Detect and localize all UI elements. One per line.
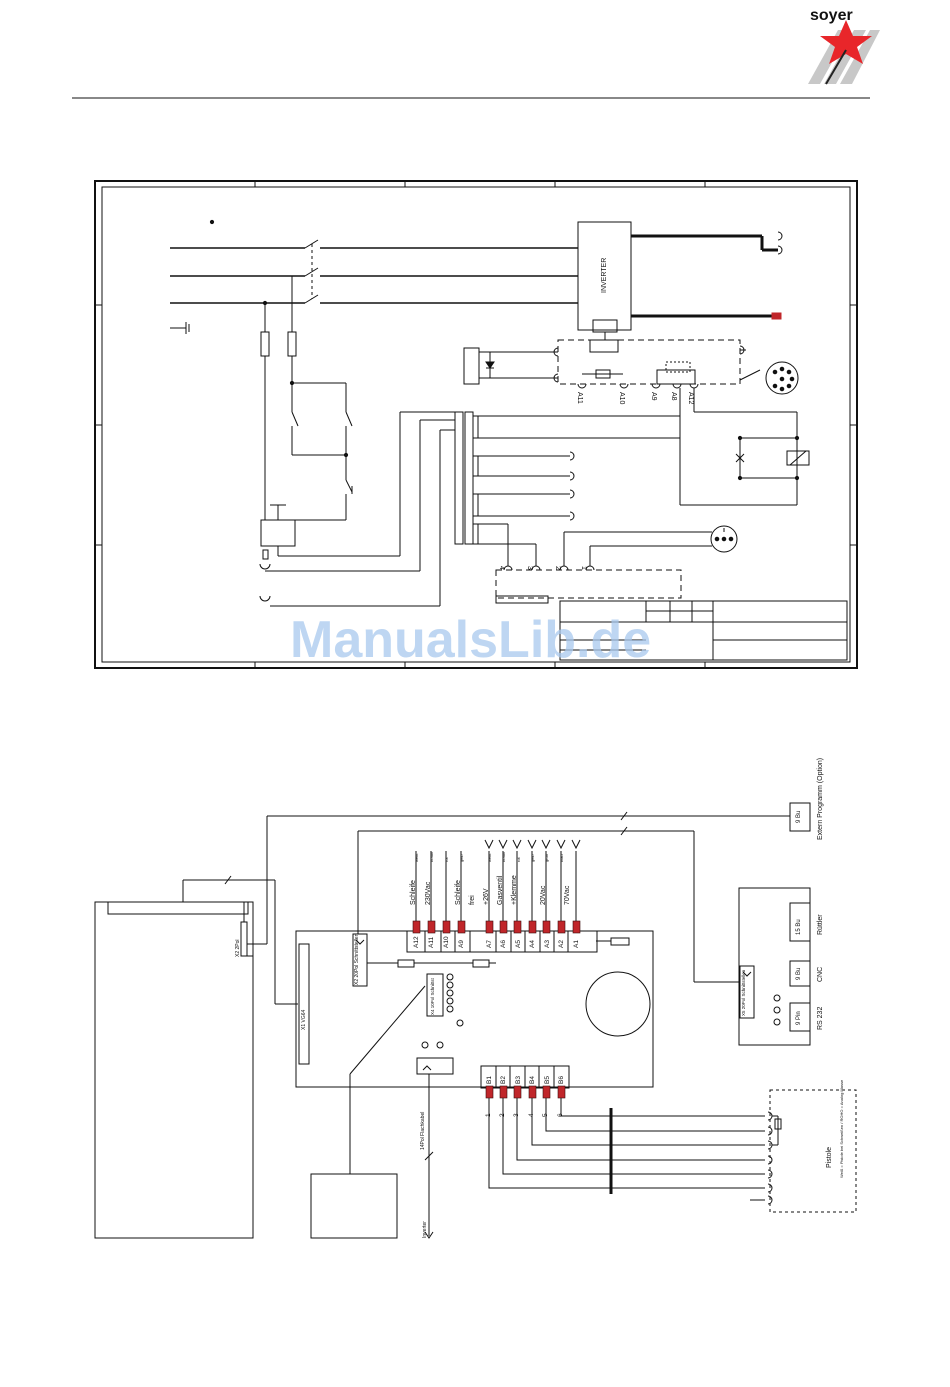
connector-extern: 9 Bu: [796, 811, 802, 823]
svg-text:A5: A5: [515, 940, 522, 948]
svg-text:A7: A7: [486, 940, 493, 948]
bottom-terminal-b4: B4 4: [528, 1076, 537, 1117]
svg-text:6: 6: [557, 1113, 564, 1117]
top-label-klemme: +Klemme: [511, 875, 518, 905]
d2-top-labels: Schleife 230Vac Schleife frei +26V Gasve…: [410, 875, 571, 905]
d1-terminal-2: 2: [554, 566, 561, 570]
wire-color-8: gelb: [530, 854, 535, 862]
top-terminal-a7: A7: [485, 920, 494, 948]
brand-name: soyer: [810, 7, 853, 24]
d2-top-terminals: A12 A11 A10 A9 A7 A6 A5 A4 A3 A2 A1: [412, 920, 581, 948]
d2-side-labels: Extern Programm (Option) Rüttler CNC RS …: [420, 758, 844, 1238]
inverter-label: INVERTER: [601, 258, 608, 293]
connector-cnc: 9 Bu: [796, 968, 802, 980]
d1-terminal-a10: A10: [618, 392, 625, 405]
d1-terminal-a8: A8: [670, 392, 677, 401]
svg-text:B4: B4: [529, 1076, 536, 1084]
connector-x2pol: X2 2Pol: [235, 939, 241, 957]
label-rs232: RS 232: [817, 1007, 824, 1030]
wire-color-6: braun: [501, 852, 506, 862]
top-terminal-a11: A11: [427, 920, 436, 948]
top-label-schleife-2: Schleife: [455, 880, 462, 905]
top-label-frei: frei: [469, 895, 476, 905]
svg-text:A11: A11: [428, 937, 435, 948]
svg-text:1: 1: [485, 1113, 492, 1117]
bottom-terminal-b5: B5 5: [542, 1076, 551, 1117]
bottom-terminal-b1: B1 1: [485, 1076, 494, 1117]
d1-terminal-1: 1: [580, 566, 587, 570]
top-terminal-a12: A12: [412, 920, 421, 948]
top-terminal-a10: A10: [442, 920, 451, 948]
svg-text:A6: A6: [500, 940, 507, 948]
top-label-schleife-1: Schleife: [410, 880, 417, 905]
bottom-terminal-b6: B6 6: [557, 1076, 566, 1117]
diagram-1: [94, 180, 858, 669]
d2-wire-colors: weiß braun rot gelb weiß braun rot gelb …: [414, 852, 564, 862]
svg-text:2: 2: [499, 1113, 506, 1117]
top-label-70vac: 70Vac: [564, 885, 571, 905]
wire-color-1: weiß: [414, 853, 419, 862]
top-label-gasventil: Gasventil: [497, 875, 504, 905]
connector-x5: X5 20Pol Schnittstellen: [741, 969, 746, 1016]
svg-text:A2: A2: [558, 940, 565, 948]
label-cnc: CNC: [817, 967, 824, 982]
connector-x4: X4 10Pol Schnittst: [430, 977, 435, 1015]
d1-terminal-a11: A11: [576, 392, 583, 404]
top-terminal-a5: A5: [513, 920, 522, 948]
svg-text:4: 4: [528, 1113, 535, 1117]
svg-text:A10: A10: [443, 936, 450, 948]
top-terminal-a6: A6: [499, 920, 508, 948]
connector-x1: X1 VG64: [301, 1009, 307, 1030]
label-pistole: Pistole: [826, 1147, 833, 1168]
wire-color-9: grün: [544, 854, 549, 862]
label-extern: Extern Programm (Option): [817, 758, 824, 840]
d1-terminal-a12: A12: [687, 392, 694, 405]
svg-text:B3: B3: [515, 1076, 522, 1084]
top-terminal-a3: A3: [542, 920, 551, 948]
d1-terminal-4: 4: [498, 566, 505, 570]
svg-text:B2: B2: [500, 1076, 507, 1084]
top-label-26v: +26V: [483, 888, 490, 905]
d1-terminal-3: 3: [526, 566, 533, 570]
svg-text:A3: A3: [544, 940, 551, 948]
top-terminal-a9: A9: [457, 920, 466, 948]
wire-color-10: blau: [559, 854, 564, 862]
d2-bottom-terminals: B1 1 B2 2 B3 3 B4 4 B5 5 B6 6: [485, 1076, 566, 1117]
connector-rs232: 9 Pin: [796, 1011, 802, 1025]
top-label-20vac: 20Vac: [540, 885, 547, 905]
svg-text:A1: A1: [573, 940, 580, 948]
d1-terminal-labels: A11 A10 A9 A8 A12 4 3 2 1: [498, 392, 694, 570]
wire-color-4: gelb: [459, 854, 464, 862]
svg-text:3: 3: [513, 1113, 520, 1117]
top-label-230vac: 230Vac: [425, 881, 432, 905]
label-fernbedienung: 14Pol Flachkabel: [420, 1112, 426, 1150]
top-terminal-a1: A1: [572, 920, 581, 948]
d2-connector-labels: 9 Bu 15 Bu 9 Bu 9 Pin X2 20Pol Schnittst…: [235, 811, 802, 1030]
bottom-terminal-b3: B3 3: [513, 1076, 522, 1117]
diagram-2: [94, 802, 857, 1239]
wire-color-5: weiß: [487, 853, 492, 862]
label-ruettler: Rüttler: [817, 914, 824, 935]
top-terminal-a4: A4: [528, 920, 537, 948]
svg-text:A4: A4: [529, 940, 536, 948]
connector-x2: X2 20Pol Schnittstellen: [354, 933, 360, 985]
connector-ruettler: 15 Bu: [796, 919, 802, 935]
wire-color-2: braun: [429, 852, 434, 862]
svg-text:A12: A12: [413, 936, 420, 948]
svg-text:B1: B1: [486, 1076, 493, 1084]
svg-text:B5: B5: [544, 1076, 551, 1084]
svg-text:B6: B6: [558, 1076, 565, 1084]
top-terminal-a2: A2: [557, 920, 566, 948]
label-pistole-note: Weiß = Pistole bei Schweißen / ROHO = An…: [839, 1079, 844, 1178]
svg-text:A9: A9: [458, 940, 465, 948]
watermark: ManualsLib.de: [290, 611, 651, 669]
bottom-terminal-b2: B2 2: [499, 1076, 508, 1117]
soyer-star-logo-icon: [808, 20, 880, 85]
svg-text:5: 5: [542, 1113, 549, 1117]
label-inverter: Inverter: [422, 1221, 428, 1238]
wire-color-7: rot: [516, 856, 521, 862]
d1-terminal-a9: A9: [650, 392, 657, 401]
wire-color-3: rot: [444, 856, 449, 862]
